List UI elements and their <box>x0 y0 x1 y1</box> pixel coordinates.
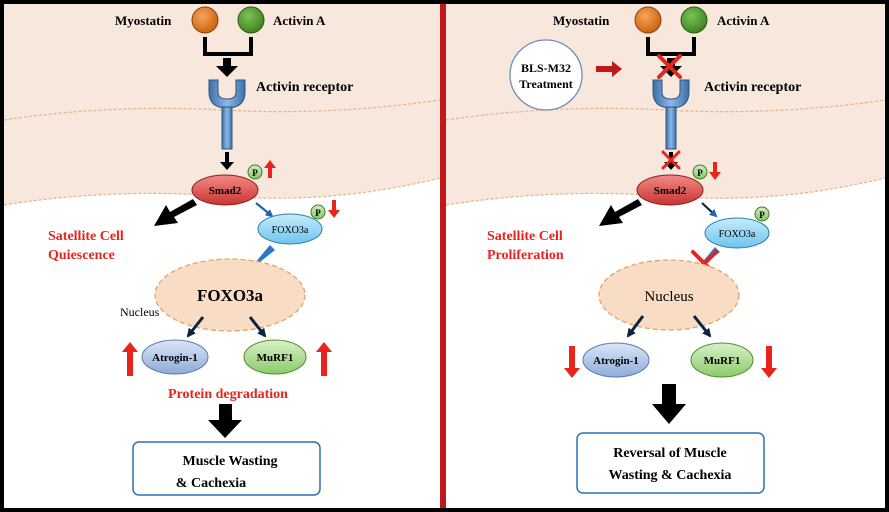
left-nucleus <box>154 258 306 332</box>
right-membrane-line-2 <box>445 177 886 206</box>
left-receptor-icon <box>208 79 246 150</box>
right-myostatin-label: Myostatin <box>553 13 610 28</box>
right-foxo-phospho-label: P <box>759 210 765 220</box>
left-smad-to-satellite-arrow <box>154 199 197 226</box>
left-ligand-arrow <box>216 58 238 77</box>
right-murf1-node <box>690 342 754 378</box>
left-activin-label: Activin A <box>273 13 326 28</box>
left-smad2-label: Smad2 <box>209 185 242 197</box>
left-protein-degradation-label: Protein degradation <box>168 387 288 402</box>
right-treatment-line1: BLS-M32 <box>521 61 571 75</box>
left-membrane-line-2 <box>3 177 441 206</box>
right-foxo3a-label: FOXO3a <box>719 229 756 240</box>
left-foxo3a-label: FOXO3a <box>272 225 309 236</box>
left-foxo-phospho-label: P <box>315 208 321 218</box>
left-receptor-to-smad-arrow <box>220 152 234 170</box>
right-treatment-arrow <box>596 61 622 77</box>
right-satellite-line2: Proliferation <box>487 248 564 263</box>
left-murf1-up-arrow-icon <box>316 342 332 376</box>
right-treatment-node <box>509 39 583 111</box>
right-murf1-label: MuRF1 <box>704 355 741 367</box>
left-smad-to-foxo-arrow <box>255 202 274 218</box>
left-atrogin-label: Atrogin-1 <box>152 352 198 364</box>
right-smad2-down-arrow-icon <box>709 162 721 180</box>
left-atrogin-node <box>141 339 209 375</box>
right-satellite-line1: Satellite Cell <box>487 229 563 244</box>
left-satellite-line1: Satellite Cell <box>48 229 124 244</box>
left-myostatin-icon <box>191 6 219 34</box>
left-atrogin-up-arrow-icon <box>122 342 138 376</box>
right-smad2-label: Smad2 <box>654 185 687 197</box>
right-receptor-icon <box>652 79 690 150</box>
right-nucleus-to-murf1-arrow <box>692 315 712 338</box>
right-nucleus-to-atrogin-arrow <box>626 315 645 338</box>
right-atrogin-label: Atrogin-1 <box>593 355 639 367</box>
left-nucleus-to-atrogin-arrow <box>186 316 205 338</box>
left-outcome-arrow <box>208 404 242 438</box>
left-ligand-bracket <box>203 37 253 56</box>
right-activin-label: Activin A <box>717 13 770 28</box>
left-murf1-node <box>243 339 307 375</box>
left-foxo-down-arrow-icon <box>328 200 340 218</box>
left-smad2-node <box>191 174 259 206</box>
right-foxo-phospho-icon <box>754 206 770 222</box>
right-treatment-line2: Treatment <box>519 77 573 91</box>
left-foxo3a-node <box>257 213 323 245</box>
right-membrane-line <box>445 99 886 121</box>
left-foxo-phospho-icon <box>310 204 326 220</box>
right-outcome-line1: Reversal of Muscle <box>613 446 727 461</box>
right-myostatin-icon <box>634 6 662 34</box>
right-ligand-bracket <box>646 37 696 56</box>
left-nucleus-label: Nucleus <box>120 305 160 319</box>
right-block-x-icon <box>657 54 682 79</box>
right-receptor-label: Activin receptor <box>704 80 801 95</box>
right-murf1-down-arrow-icon <box>761 346 777 378</box>
right-smad2-phospho-label: P <box>697 168 703 178</box>
left-myostatin-label: Myostatin <box>115 13 172 28</box>
left-murf1-label: MuRF1 <box>257 352 294 364</box>
right-outcome-line2: Wasting & Cachexia <box>609 468 732 483</box>
right-smad2-phospho-icon <box>692 164 708 180</box>
right-smad2-node <box>636 174 704 206</box>
left-nucleus-foxo-label: FOXO3a <box>197 286 264 305</box>
left-nucleus-to-murf1-arrow <box>248 316 267 338</box>
left-outcome-line1: Muscle Wasting <box>182 454 277 469</box>
left-smad2-phospho-icon <box>247 164 263 180</box>
right-foxo3a-node <box>704 217 770 249</box>
left-activin-icon <box>237 6 265 34</box>
panel-divider <box>440 4 446 508</box>
left-outcome-line2: & Cachexia <box>176 476 246 491</box>
right-nucleus-label: Nucleus <box>644 289 693 305</box>
right-smad-to-satellite-arrow <box>599 199 642 226</box>
left-membrane-line <box>3 99 441 121</box>
right-outcome-arrow <box>652 384 686 424</box>
right-atrogin-node <box>582 342 650 378</box>
left-smad2-phospho-label: P <box>252 168 258 178</box>
left-outcome-box <box>132 441 321 496</box>
right-smad-block-x-icon <box>661 150 681 170</box>
right-nucleus <box>598 259 740 331</box>
right-smad-to-foxo-arrow <box>701 202 718 218</box>
right-activin-icon <box>680 6 708 34</box>
right-outcome-box <box>576 432 765 494</box>
right-atrogin-down-arrow-icon <box>564 346 580 378</box>
left-receptor-label: Activin receptor <box>256 80 353 95</box>
left-satellite-line2: Quiescence <box>48 248 115 263</box>
left-smad2-up-arrow-icon <box>264 160 276 178</box>
